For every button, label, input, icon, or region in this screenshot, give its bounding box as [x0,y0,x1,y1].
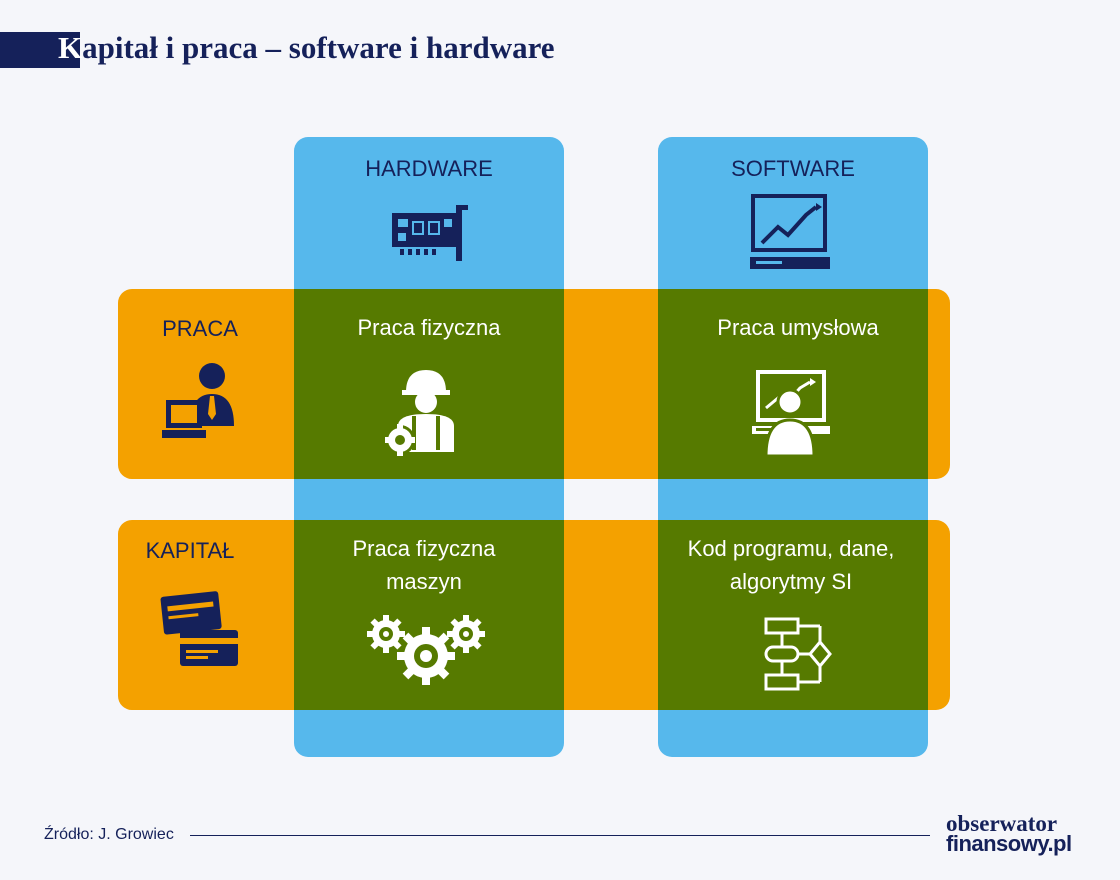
cell-label-line2: algorytmy SI [729,569,853,594]
cell-label-line1: Praca fizyczna [352,536,496,561]
cell-label-line1: Praca fizyczna [357,315,501,340]
column-label-software: SOFTWARE [731,156,855,181]
chart-monitor-icon [750,194,830,269]
logo-line-2: finansowy.pl [946,831,1072,856]
cell-kapital-software [658,520,928,710]
cell-label-kapital-software: Kod programu, dane, algorytmy SI [656,532,926,598]
title-rest: apitał i praca – software i hardware [82,30,555,65]
construction-worker-icon [385,370,454,456]
cell-label-praca-hardware: Praca fizyczna [294,311,564,344]
circuit-board-icon [392,205,468,261]
flowchart-icon [764,617,832,691]
presenter-icon [752,370,830,458]
row-label-praca: PRACA [162,316,238,341]
title-accent-bar [0,32,80,68]
cell-label-line1: Kod programu, dane, [687,536,895,561]
column-label-hardware: HARDWARE [365,156,493,181]
cell-label-kapital-hardware: Praca fizyczna maszyn [289,532,559,598]
cell-label-line2: maszyn [386,569,462,594]
row-label-kapital: KAPITAŁ [145,538,235,563]
footer-divider [190,835,930,836]
credit-cards-icon [160,591,238,666]
publisher-logo: obserwator finansowy.pl [946,811,1081,856]
gears-icon [367,615,485,685]
logo-line-1: obserwator [946,811,1058,836]
cell-label-line1: Praca umysłowa [717,315,879,340]
cell-label-praca-software: Praca umysłowa [663,311,933,344]
title-first-letter: K [58,30,83,65]
page-title: Kapitał i praca – software i hardware [58,30,555,66]
office-worker-icon [162,363,234,438]
source-note: Źródło: J. Growiec [44,826,174,843]
